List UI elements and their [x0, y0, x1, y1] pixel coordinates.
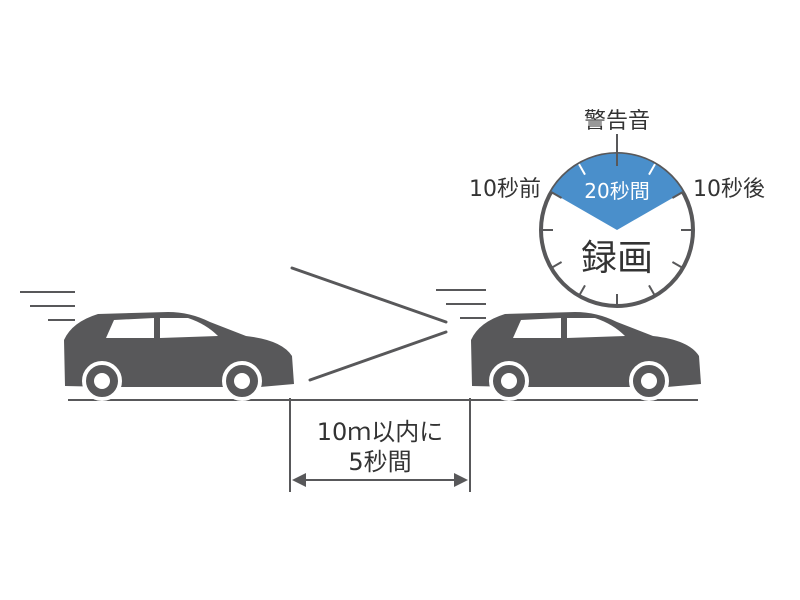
distance-label-line2: 5秒間	[348, 448, 411, 476]
dial-tick	[671, 191, 684, 199]
car-right	[471, 312, 701, 401]
dial-sector-label: 20秒間	[584, 179, 649, 203]
motion-lines-left	[20, 291, 75, 321]
dial-tick	[578, 163, 586, 176]
dial-right-label: 10秒後	[693, 177, 765, 202]
dial-ticks	[541, 163, 693, 306]
dial-tick	[671, 261, 684, 269]
car-window-rear	[106, 318, 154, 338]
dial-tick	[648, 163, 656, 176]
dial-tick	[550, 191, 563, 199]
car-window-rear	[513, 318, 561, 338]
dial-tick	[578, 284, 586, 297]
car-hub-front	[234, 373, 250, 389]
car-window-front	[567, 318, 625, 338]
recording-dial: 20秒間 録画	[539, 134, 695, 308]
chevron-line-upper	[290, 266, 448, 324]
distance-label-line1: 10ｍ以内に	[317, 418, 444, 446]
car-left	[64, 312, 294, 401]
dimension-arrowhead-right	[454, 473, 468, 487]
motion-lines-right	[436, 289, 486, 319]
car-hub-rear	[94, 373, 110, 389]
dial-tick	[550, 261, 563, 269]
dimension-arrowhead-left	[292, 473, 306, 487]
car-window-front	[160, 318, 218, 338]
car-hub-rear	[501, 373, 517, 389]
dial-center-label: 録画	[581, 238, 653, 279]
dial-tick	[648, 284, 656, 297]
distance-dimension	[289, 398, 471, 492]
dial-top-label: 警告音	[584, 109, 650, 134]
car-hub-front	[641, 373, 657, 389]
chevron-line-lower	[308, 330, 448, 382]
dial-left-label: 10秒前	[469, 177, 541, 202]
approach-chevron	[290, 266, 448, 382]
